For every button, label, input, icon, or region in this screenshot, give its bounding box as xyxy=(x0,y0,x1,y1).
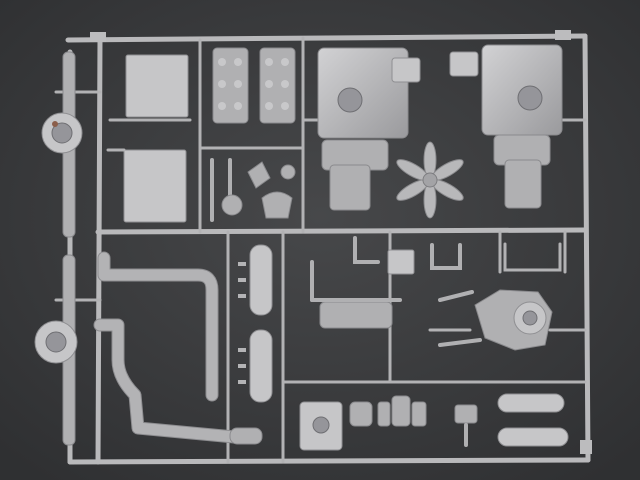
fuel-tank-parts xyxy=(238,244,273,403)
front-axle-part xyxy=(41,51,83,238)
crankshaft-parts xyxy=(349,395,478,447)
engine-block-right-part xyxy=(449,44,563,209)
rear-axle-part xyxy=(34,254,78,446)
small-engine-parts xyxy=(210,158,296,222)
muffler-parts xyxy=(497,393,569,447)
sprue-frame xyxy=(54,30,592,465)
cylinder-head-parts xyxy=(212,47,296,124)
radiator-part xyxy=(310,236,562,329)
exhaust-pipe-parts xyxy=(93,251,263,445)
transmission-part xyxy=(438,289,553,351)
radiator-fan-part xyxy=(396,141,464,219)
oil-pan-part xyxy=(299,401,343,451)
engine-block-left-part xyxy=(317,47,421,211)
panel-parts xyxy=(106,54,192,223)
